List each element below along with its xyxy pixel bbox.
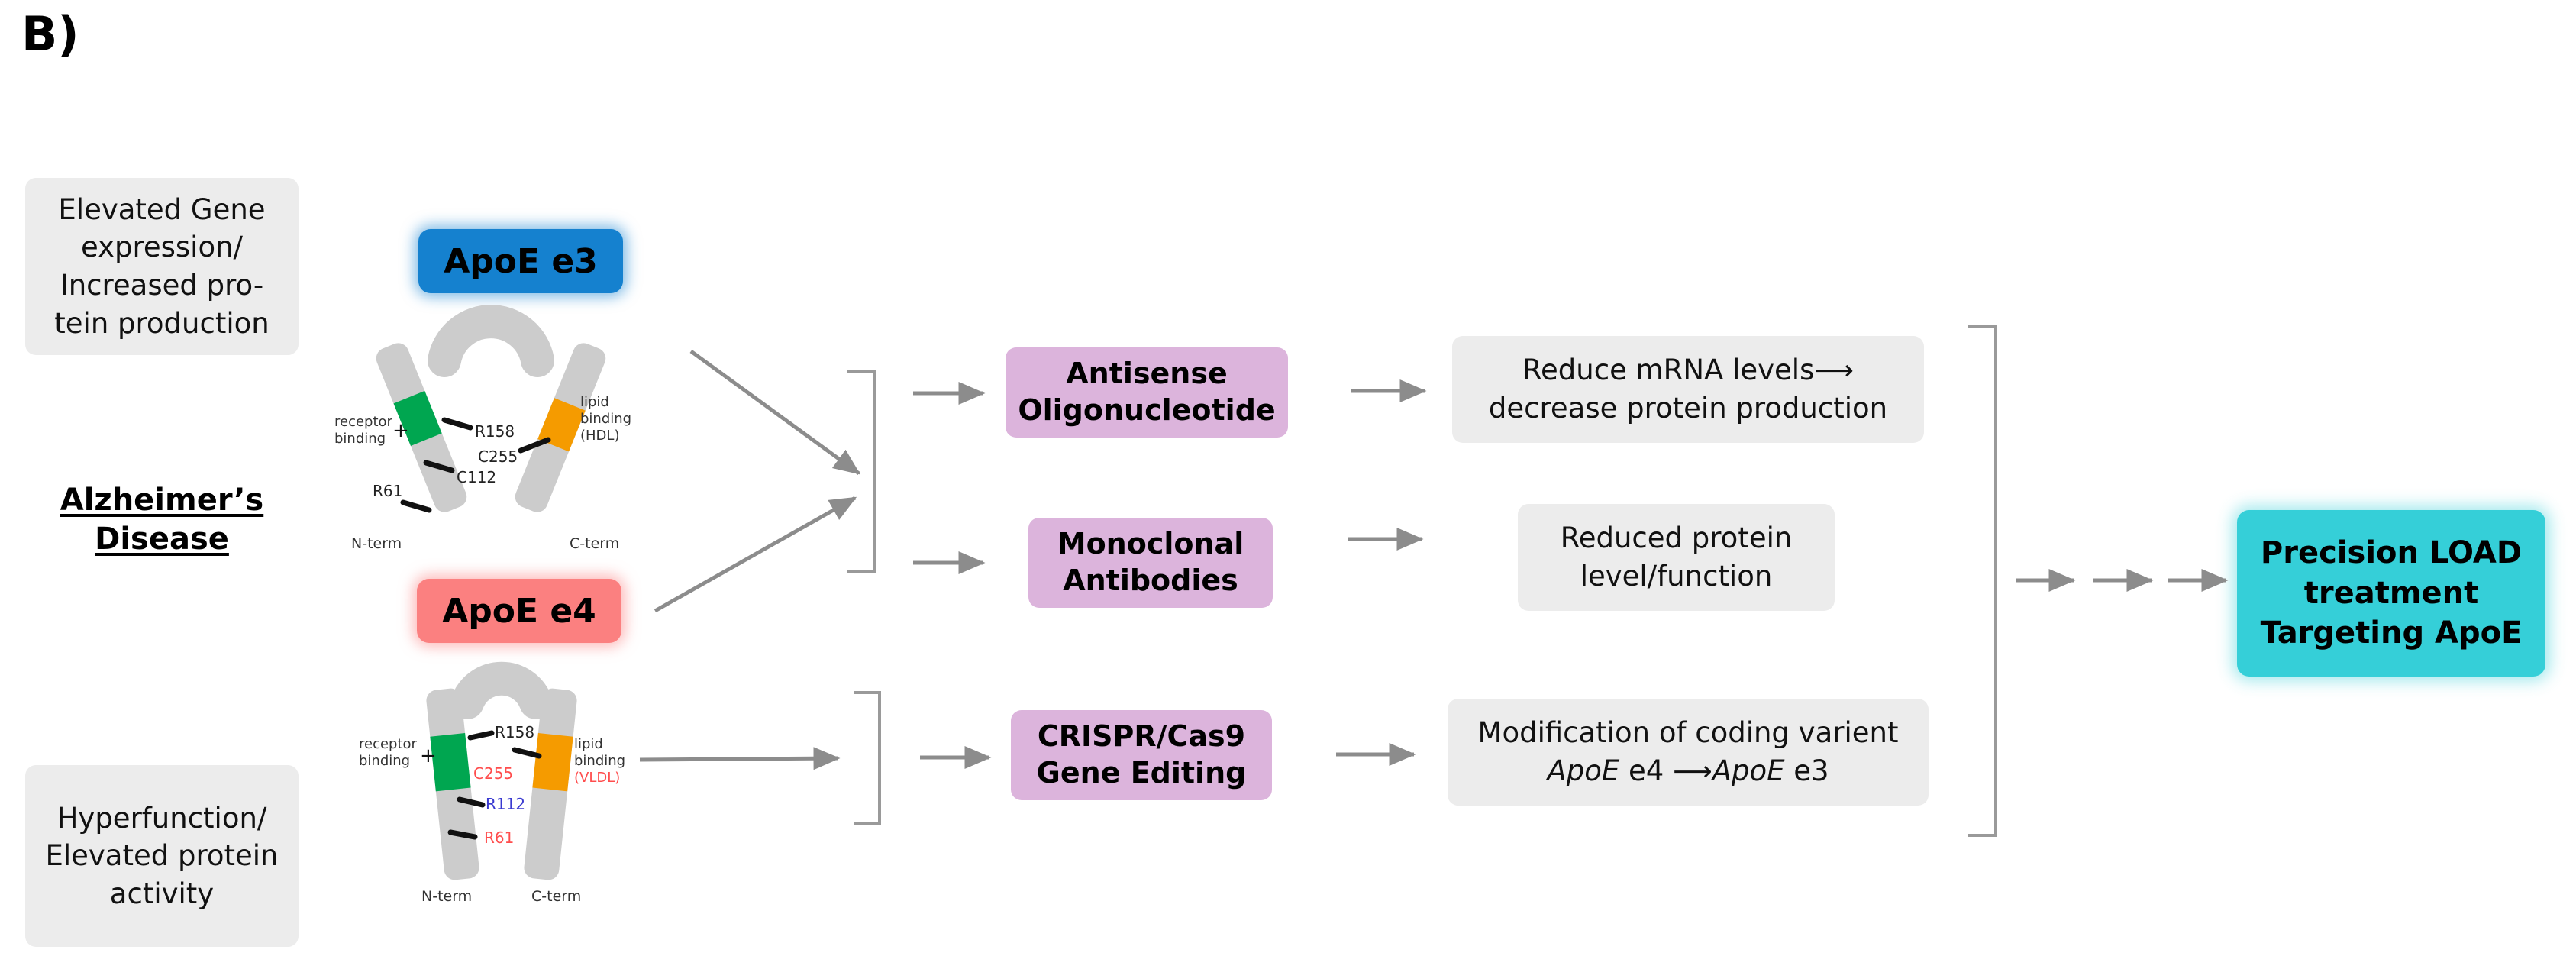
hyperfunction-box: Hyperfunction/ Elevated protein activity (25, 765, 299, 947)
e3-residue-r158: R158 (475, 422, 515, 441)
outcome-modification-coding-varient-box: Modification of coding varient ApoE e4 ⟶… (1448, 699, 1929, 806)
outcome-reduce-mrna-box: Reduce mRNA levels⟶ decrease protein pro… (1452, 336, 1924, 443)
alzheimers-line-2: Disease (95, 522, 229, 557)
e3-lipid-binding-line1: lipid (580, 394, 609, 410)
e4-n-term: N-term (421, 888, 472, 905)
e4-receptor-binding-label-line2: binding (359, 753, 410, 769)
e4-lipid-binding-line1: lipid (574, 736, 603, 752)
e4-lipid-binding-line3: (VLDL) (574, 770, 620, 786)
outcome-2-line-2: level/function (1580, 560, 1773, 593)
e3-residue-c255-visible: C255 (478, 447, 518, 466)
outcome-1-line-2: decrease protein production (1488, 392, 1888, 425)
bracket-aso-mab (847, 370, 876, 573)
alzheimers-line-1: Alzheimer’s (60, 483, 264, 518)
aso-line-1: Antisense (1066, 357, 1228, 391)
crispr-line-2: Gene Editing (1036, 756, 1247, 790)
outcome-3-apoe-b: ApoE (1712, 754, 1785, 787)
e4-c-term: C-term (531, 888, 581, 905)
right-arrow-icon-2: ⟶ (1673, 755, 1712, 787)
mab-line-1: Monoclonal (1057, 527, 1244, 561)
precision-load-treatment-box: Precision LOAD treatment Targeting ApoE (2237, 510, 2545, 677)
e4-residue-c255: C255 (473, 764, 513, 783)
outcome-1-line-1: Reduce mRNA levels⟶ (1489, 351, 1887, 389)
e3-receptor-binding-label-line1: receptor (334, 414, 393, 430)
panel-letter: B) (21, 6, 79, 62)
outcome-3-line-2: ApoE e4 ⟶ApoE e3 (1478, 752, 1899, 790)
e3-c-term: C-term (570, 535, 619, 552)
e4-lipid-binding-line2: binding (574, 753, 625, 769)
apoe-e3-badge: ApoE e3 (418, 229, 623, 293)
apoe-e4-protein-diagram: receptor binding + R158 C255 R112 R61 li… (328, 658, 725, 910)
outcome-3-e4: e4 (1619, 754, 1674, 787)
e4-charge-symbol: + (420, 744, 437, 767)
e3-residue-r61: R61 (373, 482, 402, 500)
e3-charge-symbol: + (392, 419, 409, 442)
e3-receptor-binding-label-line2: binding (334, 431, 386, 447)
outcome-2-line-1: Reduced protein (1560, 522, 1793, 555)
alzheimers-disease-label: Alzheimer’s Disease (25, 481, 299, 559)
e3-n-term: N-term (351, 535, 402, 552)
bracket-outcomes (1968, 325, 1997, 837)
apoe-e4-badge: ApoE e4 (417, 579, 621, 643)
e4-receptor-binding-label-line1: receptor (359, 736, 418, 752)
e4-residue-r61: R61 (484, 828, 514, 847)
right-arrow-icon: ⟶ (1814, 355, 1854, 387)
outcome-3-line-1: Modification of coding varient (1477, 716, 1899, 750)
outcome-reduced-protein-box: Reduced protein level/function (1518, 504, 1835, 611)
bracket-crispr (854, 691, 881, 825)
final-line-3: Targeting ApoE (2260, 615, 2523, 651)
aso-line-2: Oligonucleotide (1018, 393, 1276, 427)
e3-residue-c112: C112 (457, 468, 496, 486)
outcome-3-e3: e3 (1784, 754, 1829, 787)
final-line-1: Precision LOAD (2260, 535, 2523, 570)
e4-residue-r112: R112 (486, 795, 525, 813)
final-line-2: treatment (2303, 575, 2479, 611)
crispr-cas9-gene-editing-box: CRISPR/Cas9 Gene Editing (1011, 710, 1272, 800)
outcome-1-text: Reduce mRNA levels (1522, 354, 1815, 387)
e3-lipid-binding-line3: (HDL) (580, 428, 619, 444)
e3-lipid-binding-line2: binding (580, 411, 631, 427)
apoe-e3-protein-diagram: receptor binding + R158 C112 R61 C255 C2… (328, 305, 725, 557)
crispr-line-1: CRISPR/Cas9 (1037, 719, 1246, 754)
antisense-oligonucleotide-box: Antisense Oligonucleotide (1006, 347, 1288, 438)
e4-residue-r158: R158 (495, 723, 534, 741)
monoclonal-antibodies-box: Monoclonal Antibodies (1028, 518, 1273, 608)
outcome-3-apoe-a: ApoE (1547, 754, 1620, 787)
mab-line-2: Antibodies (1063, 564, 1238, 597)
elevated-gene-expression-box: Elevated Gene expression/ Increased pro-… (25, 178, 299, 355)
